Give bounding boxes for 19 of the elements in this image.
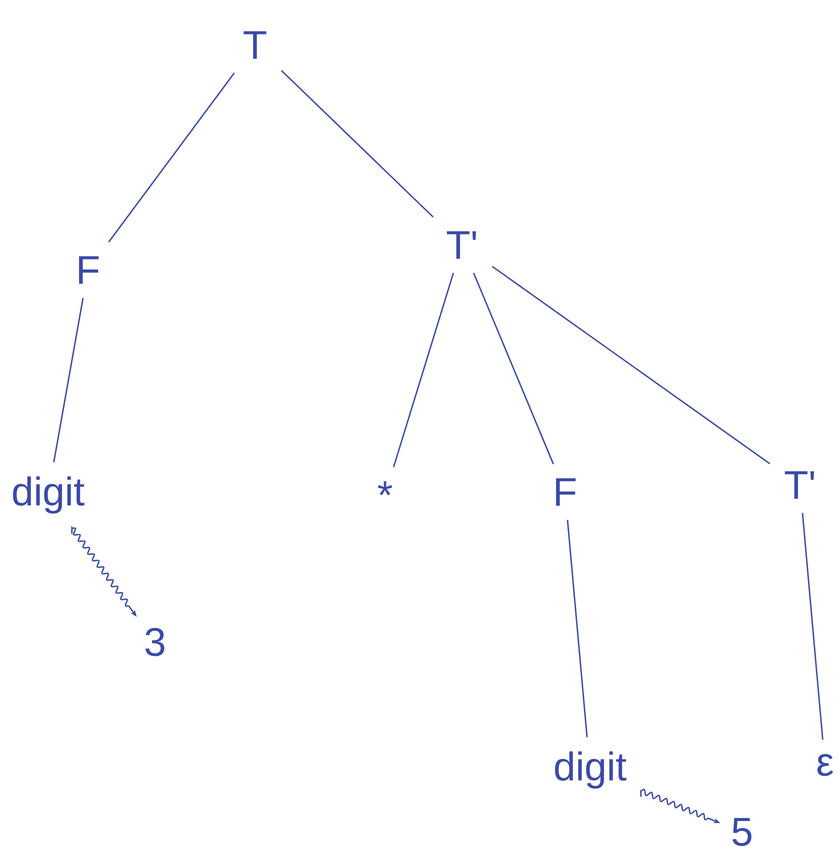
symbol-label: ε [817,754,834,776]
tree-branch [492,266,770,464]
tree-branch [108,72,235,242]
symbol-label: T' [446,231,476,259]
tree-branch [802,512,824,740]
tree-branch [473,272,554,464]
symbol-label: T' [784,471,814,499]
symbol-label: F [79,256,99,284]
symbol-label: * [378,481,392,496]
symbol-label: digit [554,751,626,789]
tree-branch [53,298,84,462]
tree-branch [566,520,588,738]
value-label: 3 [145,628,164,656]
symbol-label: F [556,478,576,506]
symbol-label: digit [13,476,84,514]
value-label: 5 [732,818,752,846]
symbol-label: T [244,31,266,59]
tree-branch [280,70,434,218]
tree-branch [392,272,454,468]
